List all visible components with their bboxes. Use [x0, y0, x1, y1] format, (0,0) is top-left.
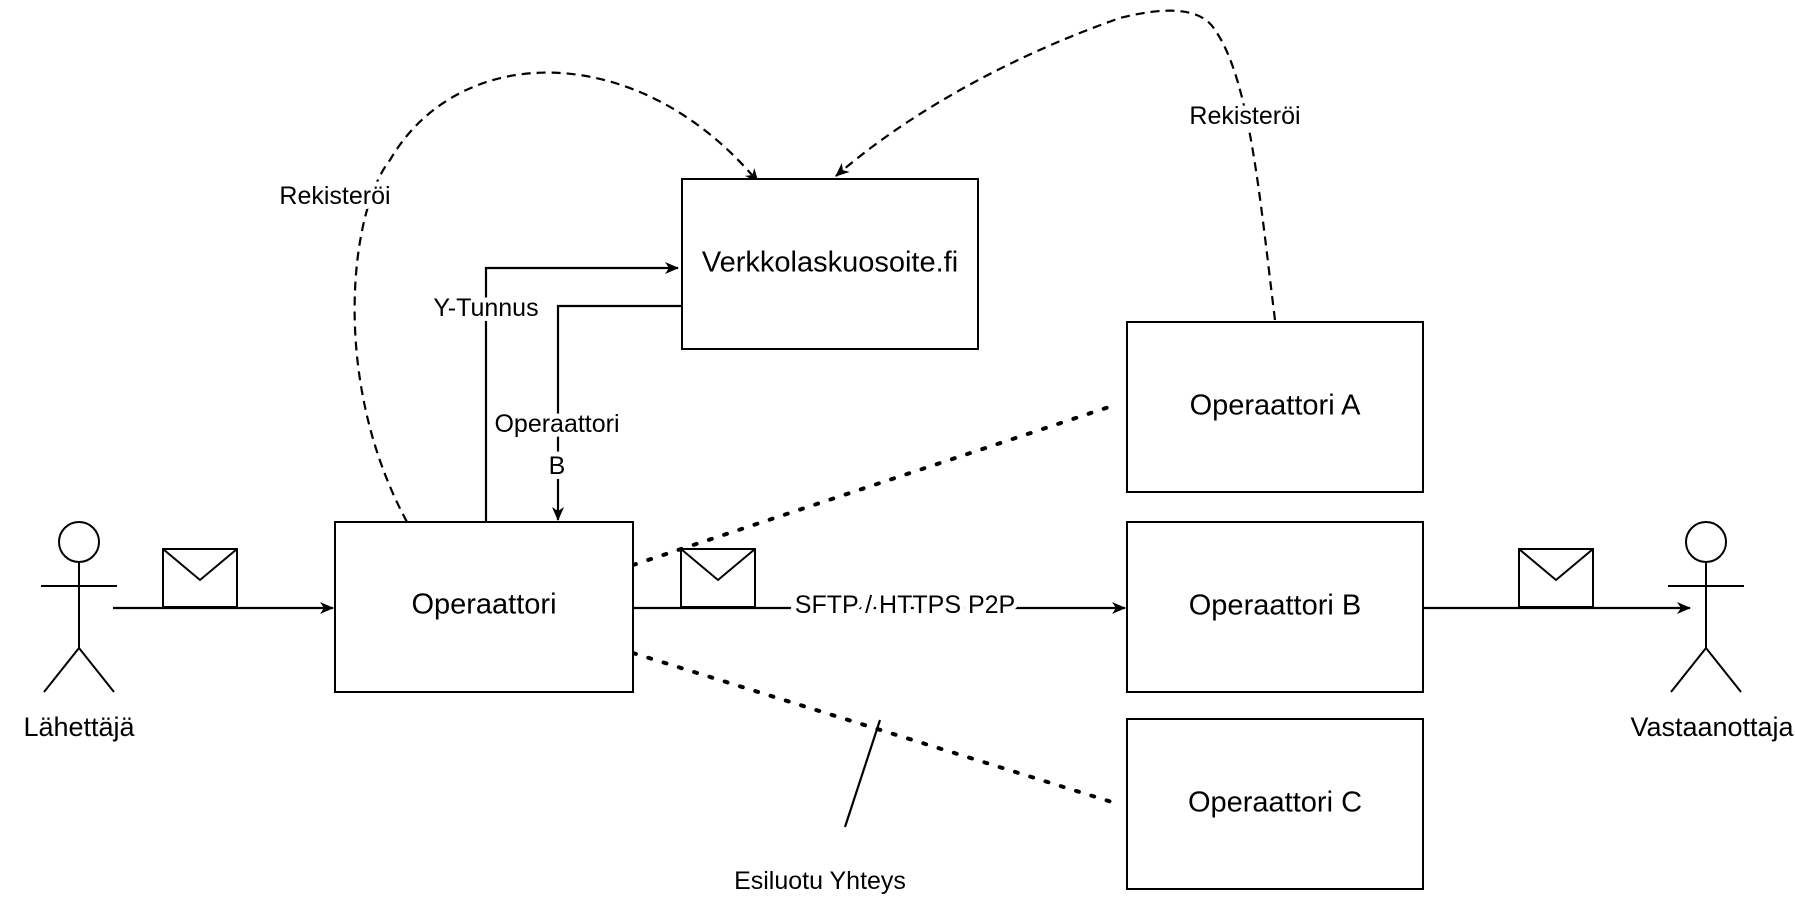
preestablished-label: Esiluotu Yhteys: [734, 867, 906, 895]
receiver-label: Vastaanottaja: [1630, 712, 1794, 742]
sftp-label: SFTP / HTTPS P2P: [795, 591, 1015, 619]
node-operaattori-c: Operaattori C: [1126, 718, 1424, 890]
node-operaattori-a: Operaattori A: [1126, 321, 1424, 493]
node-label: Operaattori A: [1190, 390, 1362, 422]
node-label: Verkkolaskuosoite.fi: [702, 247, 958, 279]
y-tunnus-label: Y-Tunnus: [433, 294, 538, 322]
receiver-actor-icon: [1668, 521, 1744, 693]
envelope-icon: [162, 548, 238, 608]
envelope-icon: [1518, 548, 1594, 608]
operator-b-label-line1: Operaattori: [494, 410, 619, 438]
node-label: Operaattori C: [1188, 787, 1362, 819]
node-label: Operaattori B: [1189, 590, 1361, 622]
preestablished-pointer: [843, 719, 882, 828]
preestablished-link-a: [631, 403, 1117, 567]
register-edge-left: [353, 71, 759, 523]
operator-b-label-line2: B: [549, 452, 566, 480]
sender-actor-icon: [41, 521, 117, 693]
sender-label: Lähettäjä: [23, 712, 135, 742]
node-operaattori-b: Operaattori B: [1126, 521, 1424, 693]
register-label-right: Rekisteröi: [1189, 102, 1300, 130]
node-operaattori: Operaattori: [334, 521, 634, 693]
node-verkkolaskuosoite: Verkkolaskuosoite.fi: [681, 178, 979, 350]
node-label: Operaattori: [411, 589, 556, 621]
y-tunnus-edge: [484, 262, 679, 522]
operator-lookup-edge: [552, 304, 682, 521]
register-edge-right: [835, 9, 1277, 321]
envelope-icon: [680, 548, 756, 608]
register-label-left: Rekisteröi: [279, 182, 390, 210]
preestablished-link-c: [631, 651, 1117, 805]
